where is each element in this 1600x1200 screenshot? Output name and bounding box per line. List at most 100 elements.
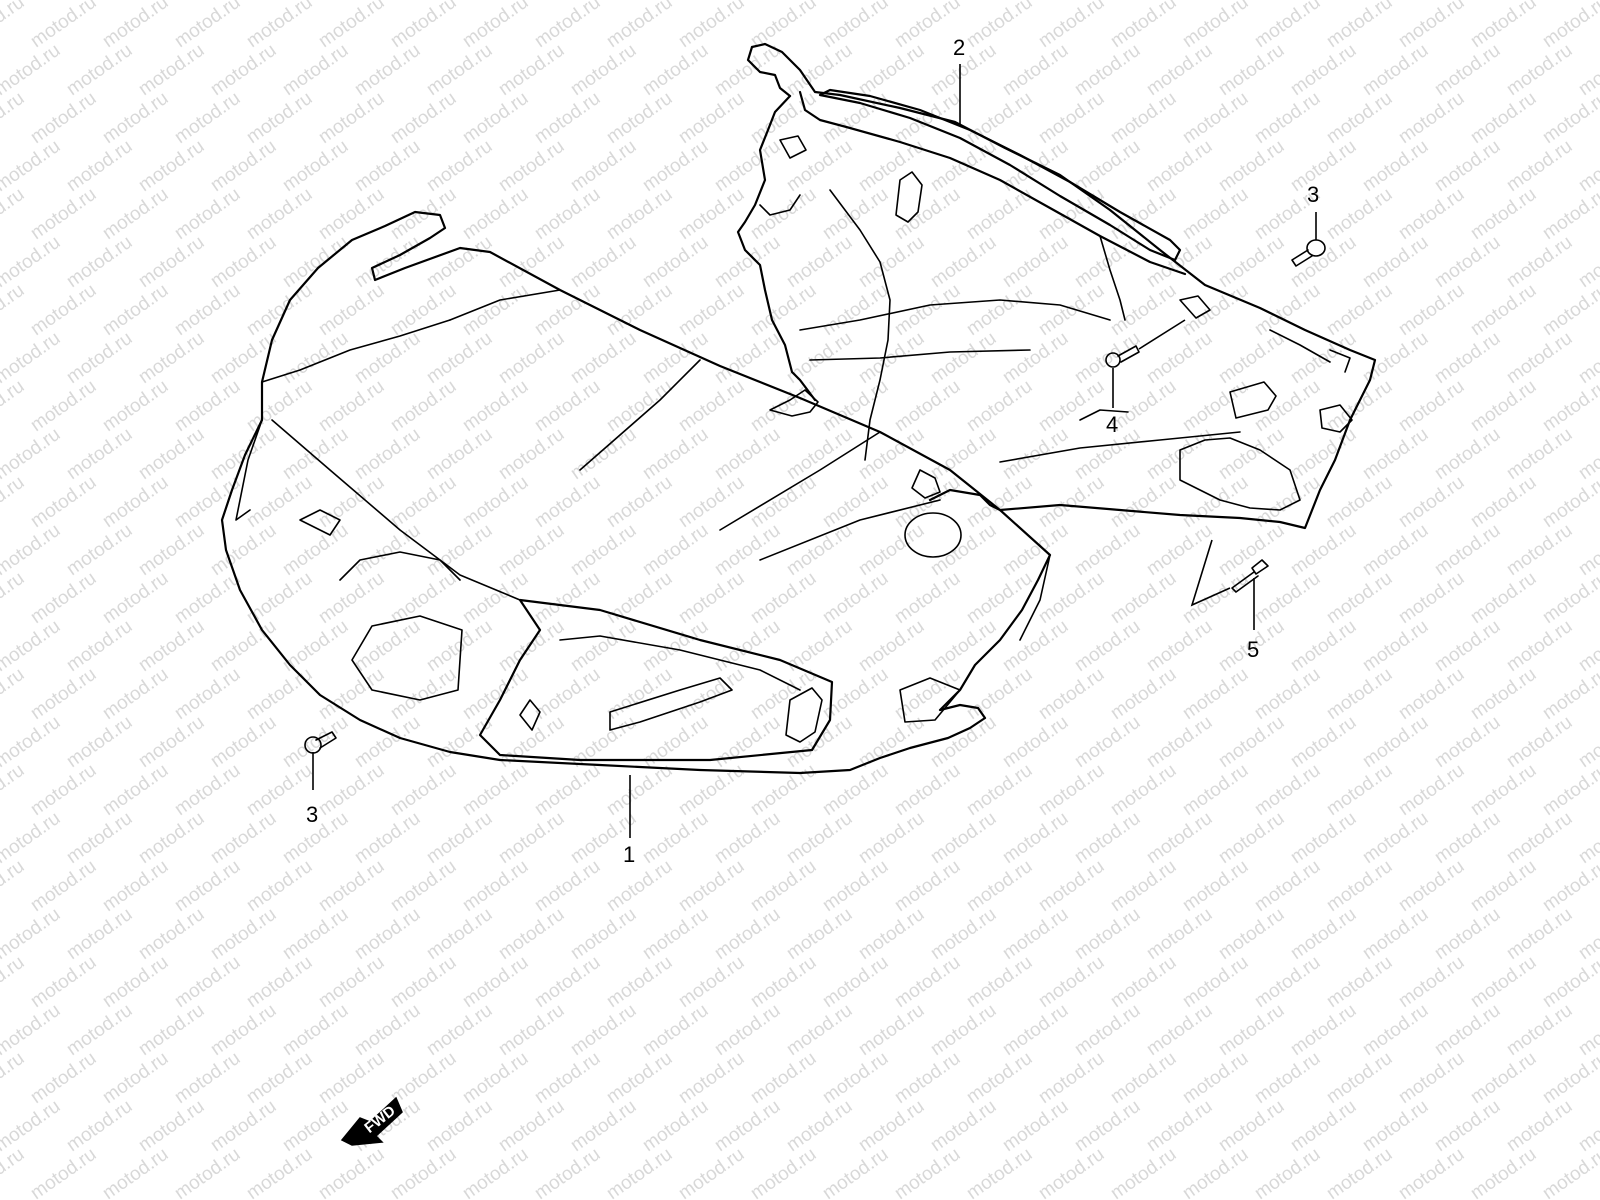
watermark-text: motod.ru [423, 1096, 496, 1156]
watermark-text: motod.ru [1503, 712, 1576, 772]
watermark-text: motod.ru [495, 328, 568, 388]
watermark-text: motod.ru [351, 232, 424, 292]
watermark-text: motod.ru [0, 0, 28, 52]
watermark-text: motod.ru [927, 520, 1000, 580]
watermark-text: motod.ru [1467, 1048, 1540, 1108]
watermark-text: motod.ru [171, 0, 244, 52]
watermark-text: motod.ru [603, 280, 676, 340]
watermark-text: motod.ru [27, 88, 100, 148]
watermark-text: motod.ru [1179, 1048, 1252, 1108]
watermark-text: motod.ru [63, 808, 136, 868]
watermark-text: motod.ru [1503, 520, 1576, 580]
watermark-text: motod.ru [315, 1144, 388, 1200]
watermark-text: motod.ru [387, 0, 460, 52]
watermark-text: motod.ru [315, 760, 388, 820]
watermark-text: motod.ru [1395, 856, 1468, 916]
watermark-text: motod.ru [1035, 88, 1108, 148]
watermark-text: motod.ru [63, 712, 136, 772]
watermark-text: motod.ru [999, 232, 1072, 292]
watermark-text: motod.ru [963, 376, 1036, 436]
watermark-text: motod.ru [63, 232, 136, 292]
watermark-text: motod.ru [1107, 88, 1180, 148]
watermark-text: motod.ru [1107, 0, 1180, 52]
watermark-text: motod.ru [1467, 952, 1540, 1012]
part-1-front-shield [220, 210, 1052, 775]
watermark-text: motod.ru [1467, 280, 1540, 340]
watermark-text: motod.ru [63, 424, 136, 484]
watermark-text: motod.ru [675, 1144, 748, 1200]
part-4-screw [1105, 319, 1186, 408]
watermark-text: motod.ru [963, 760, 1036, 820]
watermark-text: motod.ru [783, 40, 856, 100]
watermark-text: motod.ru [891, 88, 964, 148]
watermark-text: motod.ru [1395, 88, 1468, 148]
watermark-text: motod.ru [1179, 856, 1252, 916]
watermark-text: motod.ru [855, 40, 928, 100]
watermark-text: motod.ru [1323, 856, 1396, 916]
watermark-text: motod.ru [1359, 1096, 1432, 1156]
watermark-text: motod.ru [1035, 952, 1108, 1012]
watermark-text: motod.ru [495, 136, 568, 196]
watermark-text: motod.ru [927, 616, 1000, 676]
watermark-text: motod.ru [1359, 232, 1432, 292]
watermark-text: motod.ru [423, 424, 496, 484]
watermark-text: motod.ru [135, 1096, 208, 1156]
watermark-text: motod.ru [1071, 712, 1144, 772]
watermark-text: motod.ru [891, 568, 964, 628]
watermark-text: motod.ru [1179, 664, 1252, 724]
watermark-text: motod.ru [1215, 808, 1288, 868]
watermark-text: motod.ru [1539, 472, 1600, 532]
watermark-text: motod.ru [855, 136, 928, 196]
watermark-text: motod.ru [927, 424, 1000, 484]
part-3-bolt-right [1291, 212, 1326, 267]
watermark-text: motod.ru [1179, 0, 1252, 52]
watermark-text: motod.ru [1467, 856, 1540, 916]
watermark-text: motod.ru [171, 376, 244, 436]
watermark-text: motod.ru [567, 616, 640, 676]
watermark-text: motod.ru [531, 0, 604, 52]
watermark-text: motod.ru [1503, 1000, 1576, 1060]
watermark-text: motod.ru [351, 808, 424, 868]
watermark-text: motod.ru [1035, 1144, 1108, 1200]
watermark-text: motod.ru [315, 856, 388, 916]
watermark-text: motod.ru [243, 88, 316, 148]
part-3-bolt-left [304, 731, 337, 790]
watermark-text: motod.ru [1359, 904, 1432, 964]
watermark-text: motod.ru [315, 376, 388, 436]
watermark-text: motod.ru [1287, 232, 1360, 292]
watermark-text: motod.ru [783, 520, 856, 580]
watermark-text: motod.ru [747, 1048, 820, 1108]
watermark-text: motod.ru [1107, 952, 1180, 1012]
watermark-text: motod.ru [1359, 808, 1432, 868]
watermark-text: motod.ru [1287, 424, 1360, 484]
watermark-text: motod.ru [1395, 664, 1468, 724]
watermark-text: motod.ru [387, 856, 460, 916]
watermark-text: motod.ru [171, 1048, 244, 1108]
watermark-text: motod.ru [1395, 0, 1468, 52]
watermark-text: motod.ru [387, 88, 460, 148]
watermark-text: motod.ru [1323, 760, 1396, 820]
watermark-text: motod.ru [351, 40, 424, 100]
watermark-text: motod.ru [567, 328, 640, 388]
watermark-text: motod.ru [1215, 136, 1288, 196]
watermark-text: motod.ru [711, 328, 784, 388]
watermark-text: motod.ru [1503, 40, 1576, 100]
watermark-text: motod.ru [1467, 88, 1540, 148]
watermark-text: motod.ru [999, 40, 1072, 100]
watermark-text: motod.ru [999, 1096, 1072, 1156]
watermark-text: motod.ru [0, 136, 64, 196]
watermark-text: motod.ru [1431, 712, 1504, 772]
watermark-text: motod.ru [1215, 712, 1288, 772]
watermark-text: motod.ru [1539, 0, 1600, 52]
watermark-text: motod.ru [531, 184, 604, 244]
watermark-text: motod.ru [927, 232, 1000, 292]
watermark-text: motod.ru [963, 856, 1036, 916]
watermark-text: motod.ru [999, 1000, 1072, 1060]
watermark-text: motod.ru [279, 328, 352, 388]
watermark-text: motod.ru [0, 88, 28, 148]
watermark-text: motod.ru [1035, 0, 1108, 52]
callout-4: 4 [1106, 412, 1118, 437]
watermark-text: motod.ru [603, 1144, 676, 1200]
part-5-screw [1190, 539, 1269, 630]
watermark-text: motod.ru [711, 1000, 784, 1060]
